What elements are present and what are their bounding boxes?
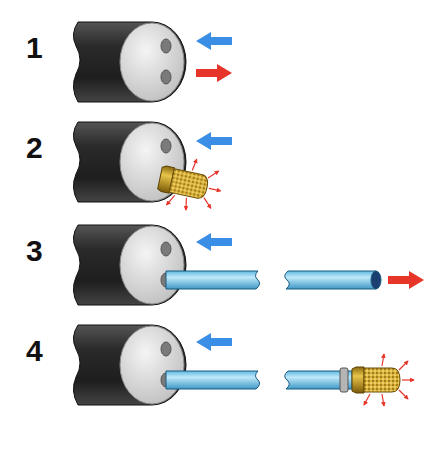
- exhaust-arrow: [196, 64, 232, 82]
- callout-number: 2: [26, 133, 43, 163]
- cylinder-body: [73, 22, 186, 102]
- inlet-arrow: [196, 333, 232, 351]
- row-2-figure: [73, 122, 232, 216]
- cylinder-body: [73, 325, 186, 405]
- row-1-figure: [73, 22, 232, 102]
- silencer: [352, 354, 414, 406]
- row-3-figure: [73, 225, 424, 305]
- inlet-arrow: [196, 132, 232, 150]
- hose-clamp: [340, 368, 348, 392]
- exhaust-tube: [285, 271, 376, 289]
- exhaust-tube: [166, 271, 260, 289]
- row-4-figure: [73, 325, 414, 406]
- inlet-arrow: [196, 32, 232, 50]
- exhaust-tube: [166, 371, 260, 389]
- inlet-arrow: [196, 233, 232, 251]
- exhaust-arrow: [388, 271, 424, 289]
- callout-number: 4: [26, 336, 43, 366]
- callout-number: 3: [26, 236, 43, 266]
- tube-opening: [371, 271, 381, 289]
- silencer: [155, 153, 226, 217]
- cylinder-body: [73, 225, 186, 305]
- callout-number: 1: [26, 33, 43, 63]
